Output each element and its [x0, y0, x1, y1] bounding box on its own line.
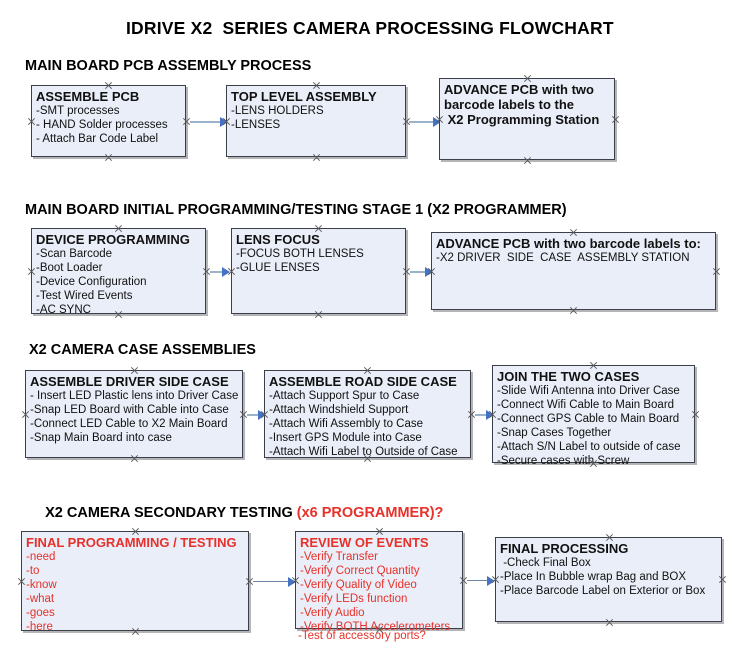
- box-line: -FOCUS BOTH LENSES: [236, 248, 364, 260]
- box-line: -need: [26, 551, 56, 563]
- process-box-final-programming-testing[interactable]: FINAL PROGRAMMING / TESTING -need -to -k…: [21, 531, 249, 633]
- box-line: -Slide Wifi Antenna into Driver Case: [497, 385, 680, 397]
- process-box-assemble-driver-side-case[interactable]: ASSEMBLE DRIVER SIDE CASE - Insert LED P…: [25, 370, 243, 458]
- box-line: -Secure cases with Screw: [497, 455, 630, 467]
- box-header: ASSEMBLE PCB: [36, 89, 140, 104]
- box-header: DEVICE PROGRAMMING: [36, 232, 190, 247]
- section-heading-4: X2 CAMERA SECONDARY TESTING (x6 PROGRAMM…: [29, 489, 443, 537]
- box-line: -Device Configuration: [36, 276, 147, 288]
- connector-arrowhead: [220, 117, 228, 127]
- box-line: -SMT processes: [36, 105, 120, 117]
- box-line: -AC SYNC: [36, 304, 91, 316]
- connector-line: [190, 121, 222, 123]
- box-line: -know: [26, 579, 57, 591]
- box-line: -Verify Quality of Video: [300, 579, 417, 591]
- box-line: -what: [26, 593, 55, 605]
- box-line: -Scan Barcode: [36, 248, 113, 260]
- connector-arrowhead: [222, 267, 230, 277]
- box-line: -Connect GPS Cable to Main Board: [497, 413, 680, 425]
- box-line: barcode labels to the: [444, 97, 575, 112]
- box-line: -Verify Transfer: [300, 551, 378, 563]
- box-line: -Place In Bubble wrap Bag and BOX: [500, 571, 687, 583]
- box-line: -Place Barcode Label on Exterior or Box: [500, 585, 706, 597]
- box-line: -X2 DRIVER SIDE CASE ASSEMBLY STATION: [436, 252, 690, 264]
- box-header: ASSEMBLE DRIVER SIDE CASE: [30, 374, 229, 389]
- box-header: FINAL PROCESSING: [500, 541, 629, 556]
- connector-line: [475, 414, 488, 416]
- box-line: -Insert GPS Module into Case: [269, 432, 422, 444]
- box-line: -Connect Wifi Cable to Main Board: [497, 399, 675, 411]
- connector-line: [410, 271, 427, 273]
- box-line: -Attach Wifi Assembly to Case: [269, 418, 424, 430]
- connector-arrowhead: [433, 117, 441, 127]
- box-line: -Test Wired Events: [36, 290, 133, 302]
- box-line: -Attach S/N Label to outside of case: [497, 441, 681, 453]
- box-line: X2 Programming Station: [444, 112, 600, 127]
- connector-line: [467, 580, 489, 581]
- connector-arrowhead: [425, 267, 433, 277]
- box-overflow-line: -Test of accessory ports?: [298, 630, 426, 642]
- box-header: TOP LEVEL ASSEMBLY: [231, 89, 377, 104]
- box-line: -Snap LED Board with Cable into Case: [30, 404, 229, 416]
- box-header: FINAL PROGRAMMING / TESTING: [26, 535, 237, 550]
- box-line: - Attach Bar Code Label: [36, 133, 159, 145]
- box-line: - HAND Solder processes: [36, 119, 168, 131]
- box-line: -Attach Wifi Label to Outside of Case: [269, 446, 458, 458]
- connector-line: [253, 581, 295, 582]
- box-line: -Attach Windshield Support: [269, 404, 409, 416]
- box-line: -LENS HOLDERS: [231, 105, 324, 117]
- connector-line: [247, 414, 260, 416]
- box-line: -to: [26, 565, 40, 577]
- connector-line: [409, 121, 435, 123]
- box-line: - Insert LED Plastic lens into Driver Ca…: [30, 390, 239, 402]
- process-box-assemble-road-side-case[interactable]: ASSEMBLE ROAD SIDE CASE -Attach Support …: [264, 370, 471, 458]
- connector-arrowhead: [486, 410, 494, 420]
- process-box-assemble-pcb[interactable]: ASSEMBLE PCB -SMT processes - HAND Solde…: [31, 85, 186, 157]
- box-header: ADVANCE PCB with two: [444, 82, 594, 97]
- box-line: -Boot Loader: [36, 262, 103, 274]
- box-line: -GLUE LENSES: [236, 262, 320, 274]
- box-line: -Check Final Box: [500, 557, 591, 569]
- page-title: IDRIVE X2 SERIES CAMERA PROCESSING FLOWC…: [126, 18, 614, 38]
- box-header: LENS FOCUS: [236, 232, 320, 247]
- section-heading-2: MAIN BOARD INITIAL PROGRAMMING/TESTING S…: [25, 202, 567, 218]
- box-line: -Connect LED Cable to X2 Main Board: [30, 418, 228, 430]
- section-heading-1: MAIN BOARD PCB ASSEMBLY PROCESS: [25, 58, 312, 74]
- box-line: -Verify BOTH Accelerometers: [300, 621, 451, 633]
- box-line: -Attach Support Spur to Case: [269, 390, 420, 402]
- connector-arrowhead: [487, 576, 495, 586]
- connector-arrowhead: [288, 577, 296, 587]
- process-box-advance-pcb-driver-side-case[interactable]: ADVANCE PCB with two barcode labels to: …: [431, 232, 716, 310]
- section-heading-3: X2 CAMERA CASE ASSEMBLIES: [29, 342, 256, 358]
- box-line: -goes: [26, 607, 55, 619]
- connector-line: [210, 271, 224, 273]
- box-line: -Snap Main Board into case: [30, 432, 172, 444]
- box-header: ASSEMBLE ROAD SIDE CASE: [269, 374, 457, 389]
- box-line: -Verify LEDs function: [300, 593, 408, 605]
- box-header: REVIEW OF EVENTS: [300, 535, 429, 550]
- process-box-join-the-two-cases[interactable]: JOIN THE TWO CASES -Slide Wifi Antenna i…: [492, 365, 695, 467]
- process-box-advance-pcb-programming-station[interactable]: ADVANCE PCB with two barcode labels to t…: [439, 78, 615, 160]
- process-box-device-programming[interactable]: DEVICE PROGRAMMING -Scan Barcode -Boot L…: [31, 228, 206, 316]
- process-box-lens-focus[interactable]: LENS FOCUS -FOCUS BOTH LENSES -GLUE LENS…: [231, 228, 406, 314]
- box-header: JOIN THE TWO CASES: [497, 369, 640, 384]
- process-box-top-level-assembly[interactable]: TOP LEVEL ASSEMBLY -LENS HOLDERS -LENSES: [226, 85, 406, 157]
- box-line: -here: [26, 621, 53, 633]
- connector-arrowhead: [258, 410, 266, 420]
- process-box-final-processing[interactable]: FINAL PROCESSING -Check Final Box -Place…: [495, 537, 722, 622]
- box-line: -Verify Correct Quantity: [300, 565, 420, 577]
- box-line: -LENSES: [231, 119, 281, 131]
- box-line: -Verify Audio: [300, 607, 365, 619]
- process-box-review-of-events[interactable]: REVIEW OF EVENTS -Verify Transfer -Verif…: [295, 531, 463, 633]
- section-heading-4-text: X2 CAMERA SECONDARY TESTING: [45, 505, 297, 521]
- box-line: -Snap Cases Together: [497, 427, 612, 439]
- box-header: ADVANCE PCB with two barcode labels to:: [436, 236, 701, 251]
- section-heading-4-suffix: (x6 PROGRAMMER)?: [296, 505, 444, 521]
